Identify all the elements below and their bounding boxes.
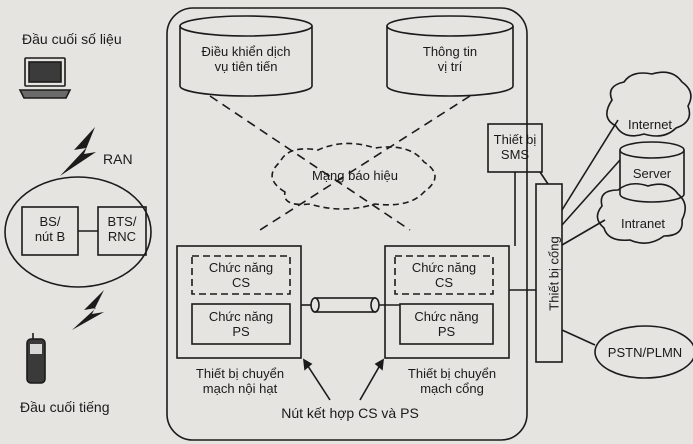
voice-terminal-label: Đầu cuối tiếng: [20, 399, 110, 415]
bs-node-label: BS/ nút B: [34, 214, 66, 244]
bts-rnc-label: BTS/ RNC: [107, 214, 137, 244]
combined-node-caption: Nút kết hợp CS và PS: [281, 405, 419, 421]
connection-lines: [509, 119, 621, 346]
signaling-network-label: Mạng báo hiệu: [311, 168, 398, 183]
location-info-label: Thông tin vị trí: [422, 44, 478, 74]
data-terminal-label: Đầu cuối số liệu: [22, 31, 122, 47]
local-ps-function-label: Chức năng PS: [208, 309, 274, 339]
gateway-cs-function-label: Chức năng CS: [411, 260, 477, 290]
lightning-bolt-lower: [72, 290, 104, 330]
pstn-plmn-label: PSTN/PLMN: [607, 345, 683, 360]
gateway-ps-function-box: [399, 303, 494, 345]
gateway-device-label: Thiết bị cổng: [546, 236, 562, 311]
dashed-signaling-links: [209, 95, 471, 231]
combined-node-arrows: [303, 358, 384, 401]
lightning-bolt-upper: [60, 127, 96, 176]
gateway-switch-caption: Thiết bị chuyển mạch cổng: [407, 366, 497, 396]
gateway-ps-function-label: Chức năng PS: [414, 309, 479, 339]
local-switch-caption: Thiết bị chuyển mạch nội hạt: [195, 366, 285, 396]
internet-label: Internet: [627, 117, 673, 132]
ps-trunk-pipe: [301, 297, 400, 313]
advanced-service-db-cylinder: [179, 15, 313, 97]
local-cs-function-box: [191, 255, 291, 295]
pstn-plmn-ellipse: [594, 325, 693, 379]
internet-cloud: [606, 71, 692, 137]
core-network-frame: [166, 7, 528, 441]
signaling-network-cloud: [271, 142, 436, 210]
ran-oval: [4, 176, 152, 288]
local-ps-function-box: [191, 303, 291, 345]
sms-device-label: Thiết bị SMS: [493, 132, 537, 162]
gateway-device-box: [535, 183, 563, 363]
gateway-switch-box: [384, 245, 510, 359]
intranet-label: Intranet: [620, 216, 666, 231]
ran-label: RAN: [103, 151, 133, 167]
local-cs-function-label: Chức năng CS: [208, 260, 274, 290]
mobile-phone-icon: [26, 333, 46, 384]
intranet-cloud: [596, 182, 686, 244]
server-cylinder: [619, 141, 685, 203]
server-label: Server: [632, 166, 672, 181]
advanced-service-control-label: Điều khiển dịch vụ tiên tiến: [201, 44, 291, 74]
location-info-db-cylinder: [386, 15, 514, 97]
local-switch-box: [176, 245, 302, 359]
gateway-cs-function-box: [394, 255, 494, 295]
laptop-icon: [18, 57, 72, 99]
